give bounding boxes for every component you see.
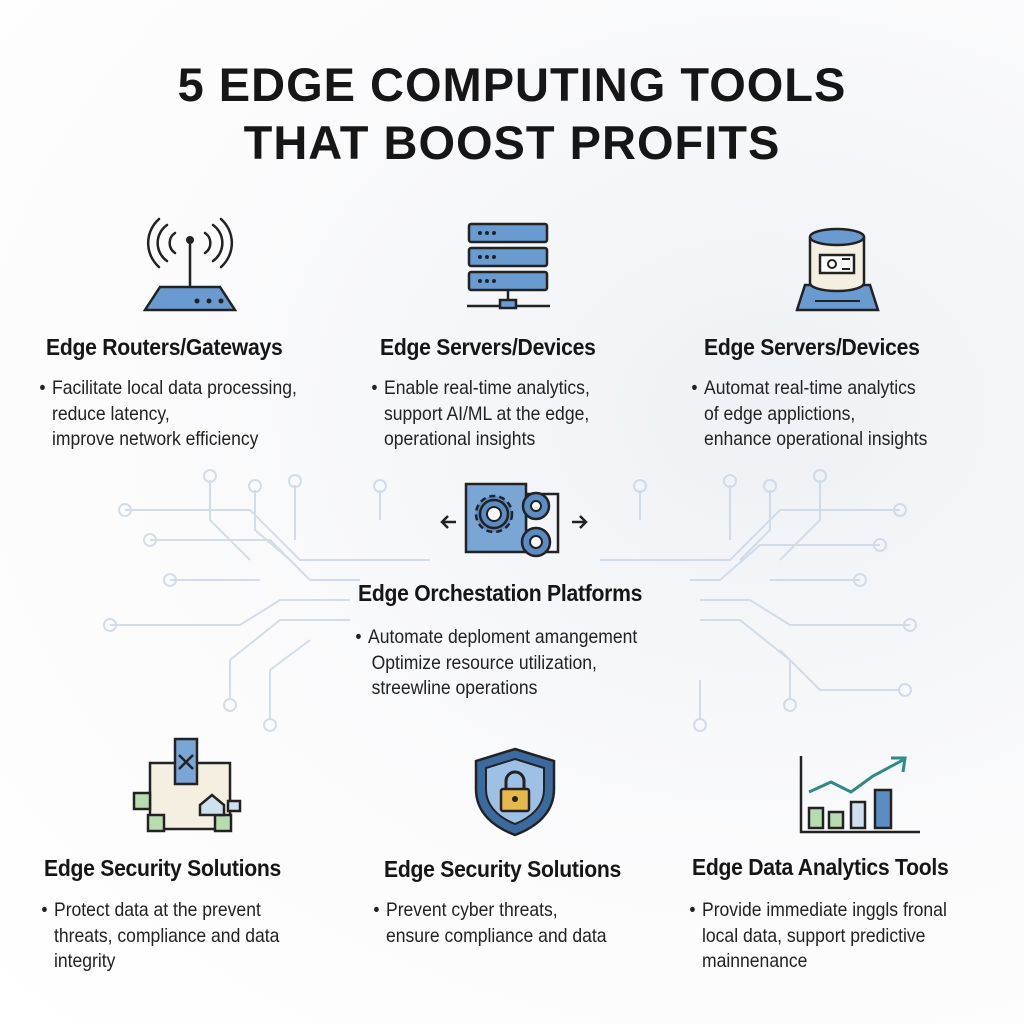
- description-line: mainnenance: [702, 950, 808, 972]
- shield-lock-icon: [474, 747, 556, 837]
- database-device-icon: [795, 227, 880, 312]
- tool-heading: Edge Security Solutions: [44, 855, 282, 881]
- description-line: local data, support predictive: [702, 924, 926, 947]
- bullet: •: [355, 626, 362, 648]
- bullet: •: [689, 899, 696, 921]
- tool-heading: Edge Data Analytics Tools: [692, 854, 949, 880]
- security-box-icon: [132, 737, 242, 833]
- tool-description: • Enable real-time analytics, support AI…: [371, 376, 590, 453]
- description-line: threats, compliance and data: [54, 924, 280, 947]
- description-line: enhance operational insights: [704, 428, 928, 450]
- description-line: operational insights: [384, 428, 536, 450]
- description-line: Optimize resource utilization,: [371, 651, 597, 674]
- tool-description: • Facilitate local data processing, redu…: [39, 376, 297, 453]
- tool-description: • Automat real-time analytics of edge ap…: [691, 376, 928, 453]
- gears-icon: [440, 482, 588, 558]
- title-line-2: THAT BOOST PROFITS: [243, 116, 781, 169]
- description-line: Prevent cyber threats,: [386, 899, 558, 921]
- tool-description: • Provide immediate inggls fronal local …: [689, 898, 947, 975]
- description-line: ensure compliance and data: [386, 924, 607, 947]
- tool-heading: Edge Security Solutions: [384, 856, 622, 882]
- tool-description: • Prevent cyber threats, ensure complian…: [373, 898, 607, 949]
- bullet: •: [371, 377, 378, 399]
- tool-description: • Automate deploment amangement Optimize…: [355, 625, 638, 702]
- tool-description: • Protect data at the prevent threats, c…: [41, 898, 280, 975]
- description-line: integrity: [54, 950, 116, 972]
- page-title: 5 EDGE COMPUTING TOOLS THAT BOOST PROFIT…: [0, 56, 1024, 172]
- description-line: Automat real-time analytics: [704, 377, 916, 399]
- title-line-1: 5 EDGE COMPUTING TOOLS: [177, 58, 847, 111]
- description-line: Facilitate local data processing,: [52, 377, 297, 399]
- bullet: •: [41, 899, 48, 921]
- description-line: of edge applictions,: [704, 402, 856, 425]
- tool-heading: Edge Servers/Devices: [704, 334, 920, 360]
- description-line: streewline operations: [371, 677, 538, 699]
- server-rack-icon: [467, 222, 550, 310]
- description-line: Enable real-time analytics,: [384, 377, 590, 399]
- description-line: Provide immediate inggls fronal: [702, 899, 947, 921]
- bar-chart-trend-icon: [799, 756, 920, 834]
- bullet: •: [373, 899, 380, 921]
- bullet: •: [39, 377, 46, 399]
- tool-heading: Edge Orchestation Platforms: [358, 580, 643, 606]
- router-icon: [142, 217, 238, 312]
- description-line: Protect data at the prevent: [54, 899, 261, 921]
- description-line: reduce latency,: [52, 402, 170, 425]
- tool-heading: Edge Servers/Devices: [380, 334, 596, 360]
- description-line: Automate deploment amangement: [368, 626, 638, 648]
- description-line: support AI/ML at the edge,: [384, 402, 590, 425]
- bullet: •: [691, 377, 698, 399]
- tool-heading: Edge Routers/Gateways: [46, 334, 283, 360]
- description-line: improve network efficiency: [52, 428, 259, 450]
